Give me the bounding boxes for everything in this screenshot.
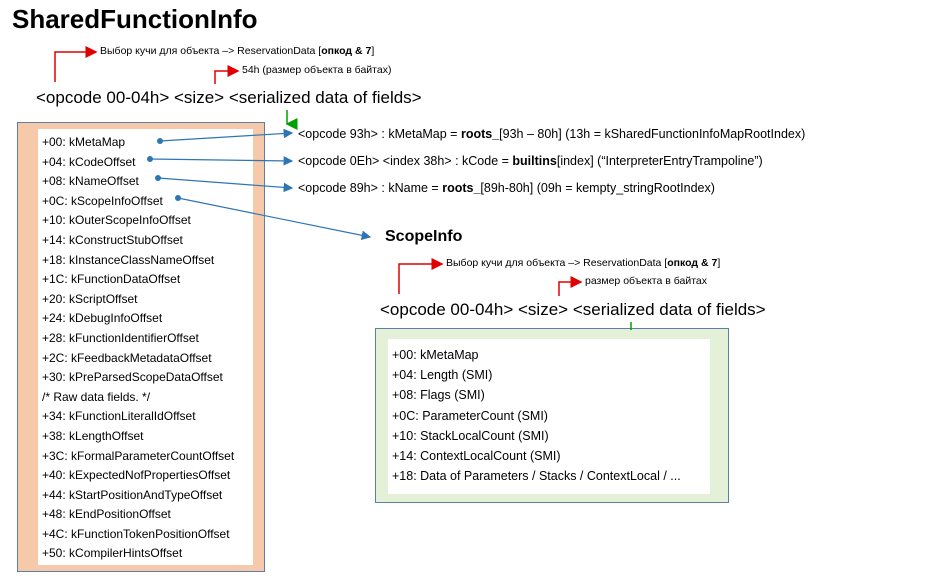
decoded-bold: roots_ [460, 127, 500, 141]
sfi-heap-note: Выбор кучи для объекта –> ReservationDat… [100, 45, 374, 57]
scope-field: +18: Data of Parameters / Stacks / Conte… [392, 469, 681, 484]
sfi-field: +34: kFunctionLiteralIdOffset [42, 409, 196, 424]
heap-note-bold: опкод & 7 [321, 45, 372, 57]
sfi-field: +08: kNameOffset [42, 174, 139, 189]
scope-size-note-arrow [558, 276, 583, 296]
sfi-field: +28: kFunctionIdentifierOffset [42, 330, 199, 345]
sfi-fields-box: +00: kMetaMap +04: kCodeOffset +08: kNam… [17, 122, 265, 572]
decoded-line-kmetamap: <opcode 93h> : kMetaMap = roots_[93h – 8… [298, 127, 805, 141]
heap-note-suffix: ] [371, 45, 375, 57]
decoded-suffix: [89h-80h] (09h = kempty_stringRootIndex) [480, 181, 715, 195]
kcode-arrow [149, 156, 294, 166]
sfi-field: +18: kInstanceClassNameOffset [42, 252, 215, 267]
scope-heap-note: Выбор кучи для объекта –> ReservationDat… [446, 257, 720, 269]
kmetamap-dot [157, 138, 163, 144]
heap-note-arrow [54, 46, 98, 82]
scopeinfo-title: ScopeInfo [385, 228, 463, 245]
heap-note-suffix: ] [717, 257, 721, 269]
kscopeinfo-arrow [177, 197, 372, 241]
decoded-line-kcode: <opcode 0Eh> <index 38h> : kCode = built… [298, 154, 763, 168]
scope-heap-note-arrow [398, 258, 444, 294]
kmetamap-arrow [159, 128, 294, 142]
scope-field-list: +00: kMetaMap +04: Length (SMI) +08: Fla… [392, 345, 681, 486]
sfi-field: +04: kCodeOffset [42, 154, 136, 169]
sfi-field-list: +00: kMetaMap +04: kCodeOffset +08: kNam… [42, 133, 234, 564]
decoded-prefix: <opcode 93h> : kMetaMap = [298, 127, 461, 141]
scope-field: +0C: ParameterCount (SMI) [392, 408, 548, 423]
scope-format-line: <opcode 00-04h> <size> <serialized data … [380, 300, 766, 319]
heap-note-bold: опкод & 7 [667, 257, 718, 269]
sfi-field: +0C: kScopeInfoOffset [42, 193, 163, 208]
decoded-prefix: <opcode 0Eh> <index 38h> : kCode = [298, 154, 513, 168]
scope-size-note: размер объекта в байтах [585, 275, 708, 287]
sfi-field: +40: kExpectedNofPropertiesOffset [42, 468, 231, 483]
sfi-field: +2C: kFeedbackMetadataOffset [42, 350, 212, 365]
sfi-field: +50: kCompilerHintsOffset [42, 546, 183, 561]
sfi-field: +30: kPreParsedScopeDataOffset [42, 370, 223, 385]
sfi-field-comment: /* Raw data fields. */ [42, 389, 151, 404]
scope-field: +08: Flags (SMI) [392, 388, 485, 403]
sfi-field: +10: kOuterScopeInfoOffset [42, 213, 191, 228]
heap-note-text: Выбор кучи для объекта –> ReservationDat… [100, 45, 322, 57]
kname-arrow [157, 177, 294, 193]
scope-fields-panel: +00: kMetaMap +04: Length (SMI) +08: Fla… [388, 339, 710, 494]
decoded-bold: roots_ [442, 181, 481, 195]
scope-fields-box: +00: kMetaMap +04: Length (SMI) +08: Fla… [375, 328, 729, 503]
decoded-prefix: <opcode 89h> : kName = [298, 181, 443, 195]
sfi-size-note: 54h (размер объекта в байтах) [242, 64, 392, 76]
sfi-field: +14: kConstructStubOffset [42, 232, 183, 247]
sfi-field: +4C: kFunctionTokenPositionOffset [42, 526, 230, 541]
sfi-field: +38: kLengthOffset [42, 428, 144, 443]
kscopeinfo-dot [175, 195, 181, 201]
decoded-line-kname: <opcode 89h> : kName = roots_[89h-80h] (… [298, 181, 715, 195]
size-note-arrow [214, 65, 240, 84]
decoded-bold: builtins [512, 154, 557, 168]
scope-field: +10: StackLocalCount (SMI) [392, 428, 549, 443]
sfi-field: +3C: kFormalParameterCountOffset [42, 448, 235, 463]
sfi-field: +24: kDebugInfoOffset [42, 311, 163, 326]
sfi-field: +48: kEndPositionOffset [42, 507, 171, 522]
scope-field: +04: Length (SMI) [392, 368, 493, 383]
kcode-dot [147, 156, 153, 162]
kname-dot [155, 175, 161, 181]
sfi-field: +20: kScriptOffset [42, 291, 138, 306]
heap-note-text: Выбор кучи для объекта –> ReservationDat… [446, 257, 668, 269]
scope-field: +00: kMetaMap [392, 348, 479, 362]
decoded-suffix: [93h – 80h] (13h = kSharedFunctionInfoMa… [499, 127, 806, 141]
sfi-fields-panel: +00: kMetaMap +04: kCodeOffset +08: kNam… [38, 129, 253, 565]
sfi-field: +1C: kFunctionDataOffset [42, 272, 181, 287]
scope-field: +14: ContextLocalCount (SMI) [392, 448, 561, 463]
page-title: SharedFunctionInfo [12, 4, 258, 34]
decoded-suffix: [index] (“InterpreterEntryTrampoline”) [556, 154, 763, 168]
sfi-format-line: <opcode 00-04h> <size> <serialized data … [36, 88, 422, 107]
sfi-field: +44: kStartPositionAndTypeOffset [42, 487, 223, 502]
sfi-field: +00: kMetaMap [42, 135, 126, 149]
